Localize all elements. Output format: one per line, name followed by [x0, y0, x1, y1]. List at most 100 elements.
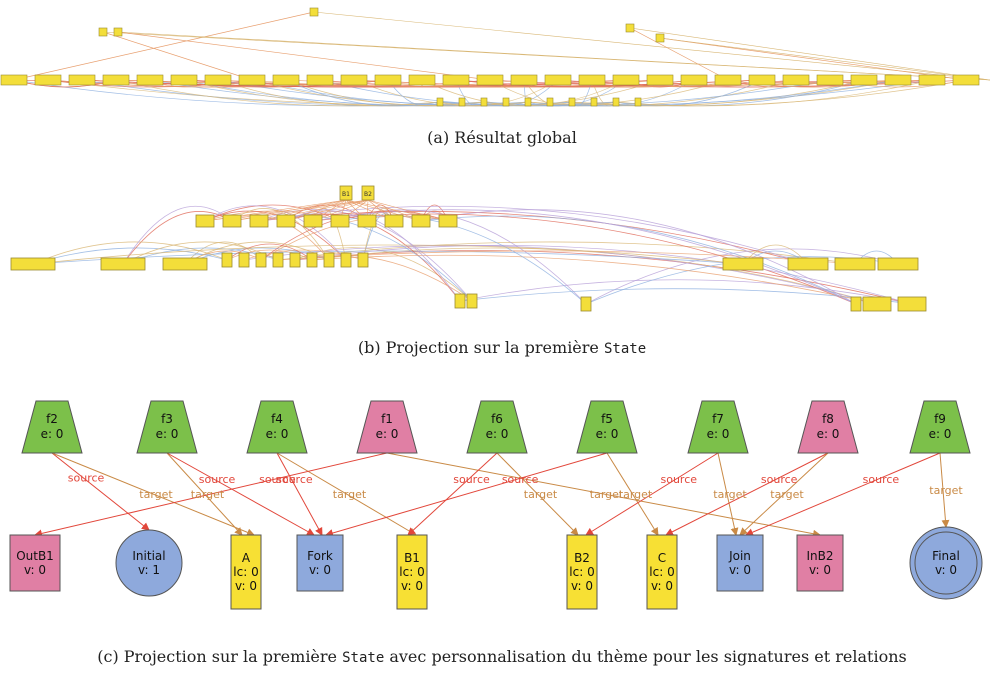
field-label: f7 — [712, 412, 724, 426]
edge-source — [166, 452, 315, 536]
mini-node — [384, 214, 404, 228]
edge-target — [51, 452, 255, 537]
mini-node — [850, 74, 878, 86]
mini-node — [787, 257, 829, 271]
mini-node — [411, 214, 431, 228]
mini-node — [884, 74, 912, 86]
mini-edge — [285, 199, 369, 222]
state-node-text: v: 0 — [809, 563, 831, 577]
mini-node — [255, 252, 267, 268]
state-node-text: Initial — [132, 549, 165, 563]
mini-node — [98, 27, 108, 37]
field-value: e: 0 — [817, 427, 840, 441]
edge-label-target: target — [333, 488, 367, 501]
state-node-text: v: 0 — [235, 579, 257, 593]
mini-edge — [367, 199, 449, 222]
state-node-text: v: 0 — [24, 563, 46, 577]
mini-node — [238, 252, 250, 268]
edge-target — [496, 452, 579, 536]
state-node-a[interactable]: Alc: 0v: 0 — [230, 534, 262, 610]
state-node-c[interactable]: Clc: 0v: 0 — [646, 534, 678, 610]
state-node-text: OutB1 — [16, 549, 54, 563]
mini-node — [722, 257, 764, 271]
mini-edge — [459, 279, 913, 305]
mini-edge — [311, 247, 878, 305]
edge-label-source: source — [502, 473, 539, 486]
field-node-f7[interactable]: f7e: 0 — [687, 400, 749, 454]
field-node-f2[interactable]: f2e: 0 — [21, 400, 83, 454]
edge-label-target: target — [619, 488, 653, 501]
field-node-f9[interactable]: f9e: 0 — [909, 400, 971, 454]
state-node-text: lc: 0 — [649, 565, 674, 579]
mini-node — [568, 97, 576, 107]
mini-node — [0, 74, 28, 86]
mini-node — [544, 74, 572, 86]
mini-edge — [659, 37, 991, 81]
mini-node — [502, 97, 510, 107]
mini-node — [442, 74, 470, 86]
edge-target — [606, 452, 659, 536]
mini-node — [454, 293, 466, 309]
mini-edge — [339, 209, 587, 305]
field-node-f4[interactable]: f4e: 0 — [246, 400, 308, 454]
mini-node — [272, 252, 284, 268]
field-node-f8[interactable]: f8e: 0 — [797, 400, 859, 454]
mini-node — [612, 97, 620, 107]
edge-target — [739, 452, 829, 536]
edge-source — [51, 452, 150, 531]
mini-node — [436, 97, 444, 107]
state-node-text: Final — [932, 549, 960, 563]
mini-node — [374, 74, 402, 86]
mini-edge — [294, 254, 473, 302]
mini-edge — [251, 79, 529, 107]
field-value: e: 0 — [929, 427, 952, 441]
mini-node — [102, 74, 130, 86]
mini-node — [510, 74, 538, 86]
mini-node — [303, 214, 323, 228]
mini-node — [524, 97, 532, 107]
edge-source — [745, 452, 941, 536]
field-node-f1[interactable]: f1e: 0 — [356, 400, 418, 454]
mini-edge — [420, 209, 857, 305]
field-node-f5[interactable]: f5e: 0 — [576, 400, 638, 454]
state-node-text: v: 0 — [935, 563, 957, 577]
mini-node — [748, 74, 776, 86]
mini-edge — [571, 79, 865, 107]
mini-node — [306, 74, 334, 86]
edge-label-target: target — [191, 488, 225, 501]
mini-node — [357, 252, 369, 268]
edge-label-source: source — [199, 473, 236, 486]
state-node-text: v: 0 — [309, 563, 331, 577]
state-node-text: A — [242, 551, 251, 565]
field-value: e: 0 — [707, 427, 730, 441]
field-value: e: 0 — [156, 427, 179, 441]
field-node-f3[interactable]: f3e: 0 — [136, 400, 198, 454]
state-node-text: v: 0 — [401, 579, 423, 593]
mini-node — [714, 74, 742, 86]
mini-edge — [629, 27, 991, 81]
mini-edge — [311, 254, 878, 305]
edge-source — [325, 452, 608, 537]
edge-label-source: source — [259, 473, 296, 486]
mini-node — [612, 74, 640, 86]
panel-c-edge-labels: sourcetargetsourcetargetsourcetargetsour… — [68, 472, 964, 501]
caption-b: (b) Projection sur la première State — [357, 338, 647, 357]
panel-a-edges — [13, 11, 991, 107]
state-node-text: v: 0 — [729, 563, 751, 577]
mini-node — [590, 97, 598, 107]
mini-edge — [420, 215, 857, 305]
field-label: f2 — [46, 412, 58, 426]
mini-edge — [294, 244, 913, 305]
field-node-f6[interactable]: f6e: 0 — [466, 400, 528, 454]
edge-source — [585, 452, 719, 536]
